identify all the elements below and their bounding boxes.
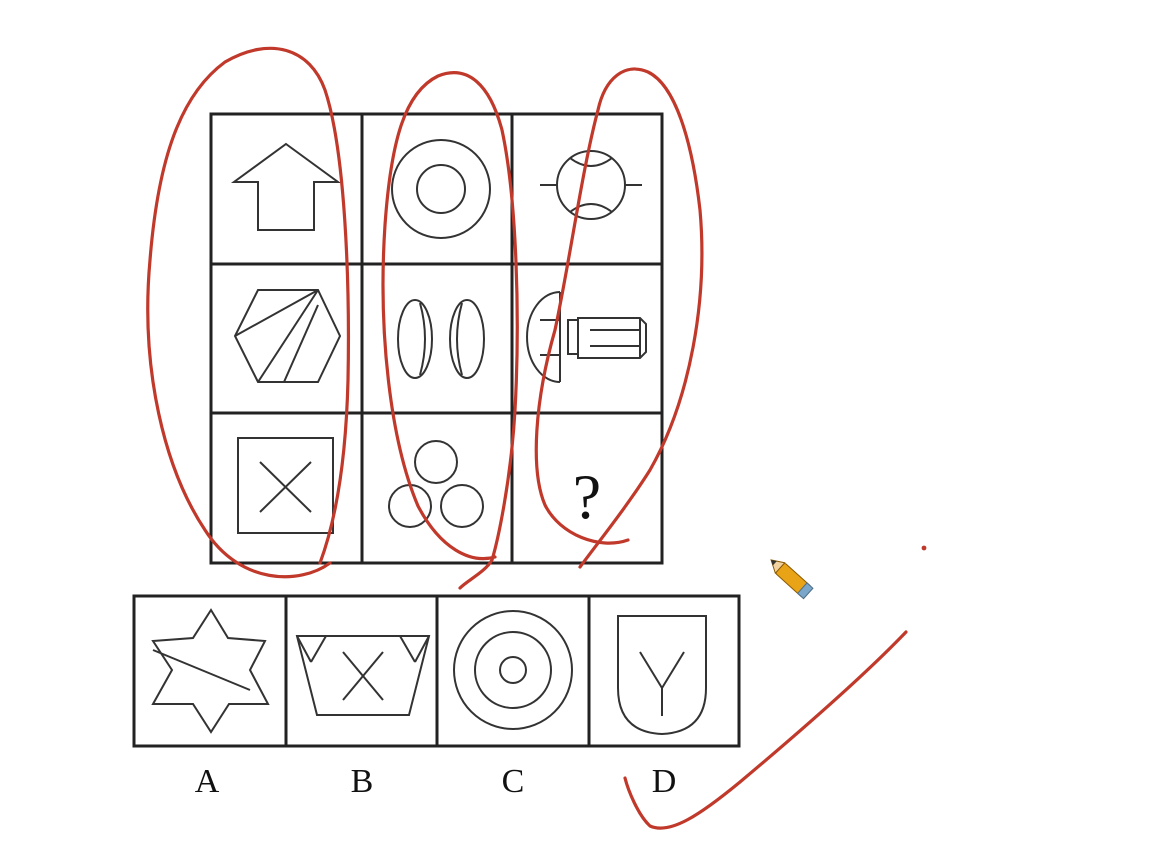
ink-checkmark — [623, 630, 908, 830]
question-mark: ? — [573, 461, 601, 532]
cell-ball-with-line — [540, 150, 642, 220]
option-c-label: C — [502, 763, 525, 800]
ink-loop-column-2 — [381, 71, 519, 590]
cell-concentric-circles — [391, 139, 491, 239]
cell-three-circles — [388, 440, 484, 528]
ink-loop-column-3 — [534, 67, 704, 569]
cell-arrow-up — [230, 142, 342, 231]
option-a-star-figure[interactable] — [151, 608, 270, 734]
ink-annotations — [146, 46, 927, 830]
ink-dot — [921, 545, 927, 551]
option-d-shield-y[interactable] — [617, 615, 707, 736]
option-b-trapezoid-x[interactable] — [295, 635, 431, 716]
option-d-label: D — [652, 763, 677, 800]
option-b-label: B — [351, 763, 374, 800]
cell-square-with-x — [237, 437, 334, 534]
cell-question-mark: ? — [573, 461, 601, 532]
option-a-label: A — [195, 763, 220, 800]
option-c-target-circles[interactable] — [453, 610, 573, 730]
options-row — [132, 594, 741, 748]
cell-hexagon-diagonals — [233, 289, 342, 383]
pencil-cursor-icon — [770, 559, 814, 600]
ink-loop-column-1 — [146, 46, 350, 579]
cell-two-ovals — [397, 299, 485, 379]
